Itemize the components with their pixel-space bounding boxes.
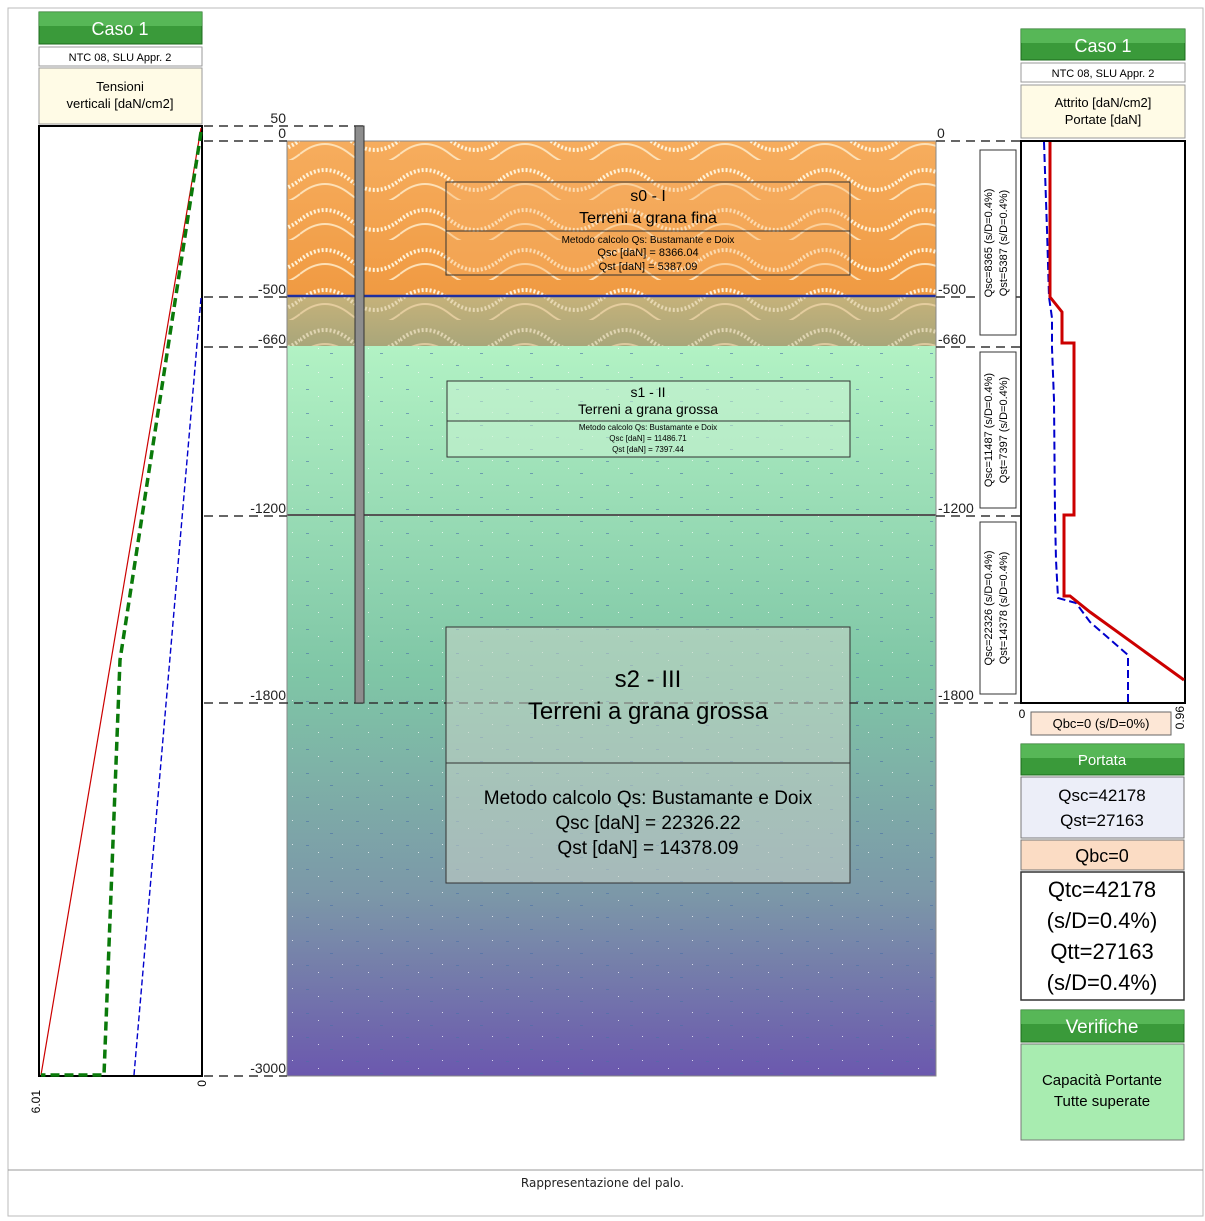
- depth-label-0-right: 0: [937, 125, 945, 141]
- layer-box-s0: s0 - I Terreni a grana fina Metodo calco…: [445, 181, 851, 276]
- portata-qtc-sd: (s/D=0.4%): [1047, 908, 1158, 933]
- layer-s0-subtitle: Terreni a grana fina: [579, 210, 717, 227]
- depth-label-1200: -1200: [250, 500, 286, 516]
- depth-label-660-right: -660: [938, 331, 966, 347]
- right-case-title: Caso 1: [1074, 36, 1131, 56]
- pile-shaft: [354, 125, 365, 704]
- depth-label-500: -500: [258, 281, 286, 297]
- left-norm: NTC 08, SLU Appr. 2: [69, 52, 172, 64]
- verifiche-line1: Capacità Portante: [1042, 1072, 1162, 1089]
- depth-label-1800: -1800: [250, 687, 286, 703]
- left-label-box: [38, 67, 203, 125]
- portata-qbc: Qbc=0: [1075, 846, 1129, 866]
- portata-qsc: Qsc=42178: [1058, 786, 1145, 805]
- right-axis-min: 0: [1019, 707, 1026, 721]
- left-norm-box: [38, 46, 203, 67]
- portata-qtt: Qtt=27163: [1050, 939, 1153, 964]
- layer-s2-qst: Qst [daN] = 14378.09: [557, 838, 738, 859]
- side-label-1-qst: Qst=7397 (s/D=0.4%): [998, 377, 1010, 483]
- depth-label-1800-right: -1800: [938, 687, 974, 703]
- qbc-label-box: [1030, 711, 1172, 736]
- layer-s0-method: Metodo calcolo Qs: Bustamante e Doix: [562, 235, 735, 246]
- right-axis-max: 0.96: [1173, 706, 1187, 730]
- left-axis-max: 6.01: [29, 1090, 43, 1114]
- depth-label-500-right: -500: [938, 281, 966, 297]
- right-label-box: [1020, 84, 1186, 139]
- portata-qst: Qst=27163: [1060, 811, 1144, 830]
- layer-box-s1: s1 - II Terreni a grana grossa Metodo ca…: [446, 380, 851, 458]
- layer-s2-method: Metodo calcolo Qs: Bustamante e Doix: [484, 788, 813, 809]
- figure-caption: Rappresentazione del palo.: [520, 1176, 685, 1190]
- blue-stress-curve: [133, 297, 202, 1076]
- depth-label-top: 50: [270, 110, 286, 126]
- left-case-title: Caso 1: [91, 19, 148, 39]
- layer-s0-qst: Qst [daN] = 5387.09: [599, 261, 698, 273]
- layer-s0-title: s0 - I: [630, 188, 666, 205]
- layer-box-s2: s2 - III Terreni a grana grossa Metodo c…: [445, 626, 851, 884]
- depth-label-660: -660: [258, 331, 286, 347]
- layer-s2-subtitle: Terreni a grana grossa: [528, 698, 769, 725]
- portata-qtc: Qtc=42178: [1048, 877, 1156, 902]
- verifiche-title: Verifiche: [1066, 1017, 1139, 1038]
- side-label-0-qst: Qst=5387 (s/D=0.4%): [998, 190, 1010, 296]
- side-label-0-qsc: Qsc=8365 (s/D=0.4%): [983, 189, 995, 298]
- layer-s1-qsc: Qsc [daN] = 11486.71: [609, 434, 687, 443]
- right-label-line1: Attrito [daN/cm2]: [1055, 95, 1152, 110]
- layer-s1-title: s1 - II: [630, 384, 665, 400]
- left-label-line1: Tensioni: [96, 79, 144, 94]
- right-label-line2: Portate [daN]: [1065, 112, 1142, 127]
- layer-s1-subtitle: Terreni a grana grossa: [578, 401, 718, 417]
- outer-frame: [7, 7, 1204, 1217]
- portata-title: Portata: [1078, 752, 1127, 769]
- side-label-2-qst: Qst=14378 (s/D=0.4%): [998, 552, 1010, 665]
- green-stress-curve: [41, 131, 203, 1077]
- right-blue-curve: [1043, 141, 1129, 702]
- portata-panel: Portata Qsc=42178 Qst=27163 Qbc=0 Qtc=42…: [1020, 743, 1185, 1001]
- soil-column: [286, 140, 937, 1077]
- depth-label-0: 0: [278, 125, 286, 141]
- right-plot-area: [1020, 140, 1186, 704]
- side-label-2: Qsc=22326 (s/D=0.4%) Qst=14378 (s/D=0.4%…: [979, 521, 1017, 695]
- side-label-0: Qsc=8365 (s/D=0.4%) Qst=5387 (s/D=0.4%): [979, 149, 1017, 336]
- side-label-1-qsc: Qsc=11487 (s/D=0.4%): [983, 373, 995, 487]
- layer-s1-method: Metodo calcolo Qs: Bustamante e Doix: [579, 423, 717, 432]
- layer-s1-qst: Qst [daN] = 7397.44: [612, 445, 684, 454]
- side-label-1: Qsc=11487 (s/D=0.4%) Qst=7397 (s/D=0.4%): [979, 351, 1017, 509]
- depth-label-1200-right: -1200: [938, 500, 974, 516]
- verifiche-line2: Tutte superate: [1054, 1093, 1150, 1110]
- right-red-curve: [1048, 142, 1185, 682]
- side-label-2-qsc: Qsc=22326 (s/D=0.4%): [983, 551, 995, 666]
- portata-qtt-sd: (s/D=0.4%): [1047, 970, 1158, 995]
- red-stress-curve: [40, 127, 202, 1076]
- depth-label-3000: -3000: [250, 1060, 286, 1076]
- right-norm-box: [1020, 62, 1186, 83]
- left-label-line2: verticali [daN/cm2]: [67, 96, 174, 111]
- layer-s2-title: s2 - III: [615, 666, 682, 693]
- verifiche-panel: Verifiche Capacità Portante Tutte supera…: [1020, 1009, 1185, 1141]
- layer-s0-qsc: Qsc [daN] = 8366.04: [597, 247, 698, 259]
- left-axis-min: 0: [195, 1080, 209, 1087]
- right-norm: NTC 08, SLU Appr. 2: [1052, 68, 1155, 80]
- qbc-label: Qbc=0 (s/D=0%): [1053, 716, 1150, 731]
- layer-s2-qsc: Qsc [daN] = 22326.22: [555, 813, 740, 834]
